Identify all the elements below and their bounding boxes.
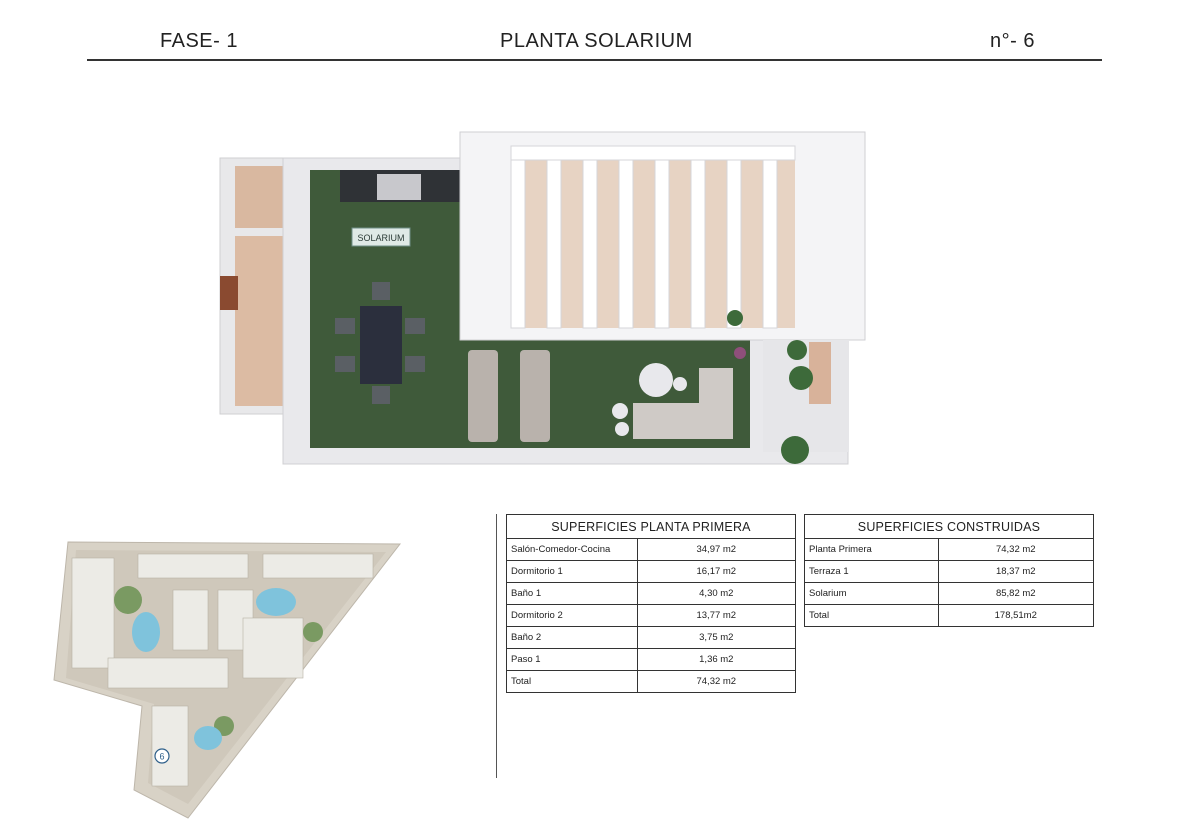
unit-marker-number: 6	[159, 752, 164, 762]
table-title: SUPERFICIES PLANTA PRIMERA	[506, 514, 796, 539]
row-label: Dormitorio 2	[506, 604, 638, 627]
round-table	[639, 363, 673, 397]
pool	[256, 588, 296, 616]
row-value: 3,75 m2	[636, 626, 797, 649]
table-row: Dormitorio 2 13,77 m2	[506, 604, 797, 627]
pool	[194, 726, 222, 750]
table-row-total: Total 178,51m2	[804, 604, 1095, 627]
table-title: SUPERFICIES CONSTRUIDAS	[804, 514, 1094, 539]
row-value: 16,17 m2	[636, 560, 797, 583]
row-label: Paso 1	[506, 648, 638, 671]
table-row-total: Total 74,32 m2	[506, 670, 797, 693]
row-label: Planta Primera	[804, 538, 939, 561]
row-value: 178,51m2	[937, 604, 1095, 627]
row-label: Terraza 1	[804, 560, 939, 583]
table-row: Terraza 1 18,37 m2	[804, 560, 1095, 583]
lounge-sofa	[633, 403, 733, 439]
phase-label: FASE- 1	[160, 30, 238, 52]
row-value: 13,77 m2	[636, 604, 797, 627]
page-title: PLANTA SOLARIUM	[500, 30, 693, 52]
site-plan-map: 6	[53, 541, 402, 819]
table-row: Paso 1 1,36 m2	[506, 648, 797, 671]
row-label: Salón-Comedor-Cocina	[506, 538, 638, 561]
dining-table	[360, 306, 402, 384]
sun-lounger	[520, 350, 550, 442]
table-surfaces-first-floor: SUPERFICIES PLANTA PRIMERA Salón-Comedor…	[506, 514, 797, 693]
row-label: Solarium	[804, 582, 939, 605]
unit-location-marker	[154, 748, 170, 764]
row-value: 74,32 m2	[937, 538, 1095, 561]
table-row: Salón-Comedor-Cocina 34,97 m2	[506, 538, 797, 561]
table-row: Solarium 85,82 m2	[804, 582, 1095, 605]
unit-number: n°- 6	[990, 30, 1035, 52]
table-built-surfaces: SUPERFICIES CONSTRUIDAS Planta Primera 7…	[804, 514, 1095, 627]
row-value: 1,36 m2	[636, 648, 797, 671]
table-row: Dormitorio 1 16,17 m2	[506, 560, 797, 583]
table-row: Planta Primera 74,32 m2	[804, 538, 1095, 561]
pool	[132, 612, 160, 652]
row-value: 74,32 m2	[636, 670, 797, 693]
row-value: 85,82 m2	[937, 582, 1095, 605]
row-label: Baño 2	[506, 626, 638, 649]
solarium-tag	[351, 227, 411, 247]
table-row: Baño 1 4,30 m2	[506, 582, 797, 605]
row-label: Dormitorio 1	[506, 560, 638, 583]
row-value: 4,30 m2	[636, 582, 797, 605]
row-value: 34,97 m2	[636, 538, 797, 561]
column-divider	[496, 514, 497, 778]
header-rule	[87, 59, 1102, 61]
solarium-tag-text: SOLARIUM	[357, 233, 404, 243]
sun-lounger	[468, 350, 498, 442]
table-row: Baño 2 3,75 m2	[506, 626, 797, 649]
solarium-floor-plan: SOLARIUM	[219, 131, 866, 465]
row-label: Baño 1	[506, 582, 638, 605]
row-label: Total	[506, 670, 638, 693]
row-value: 18,37 m2	[937, 560, 1095, 583]
row-label: Total	[804, 604, 939, 627]
